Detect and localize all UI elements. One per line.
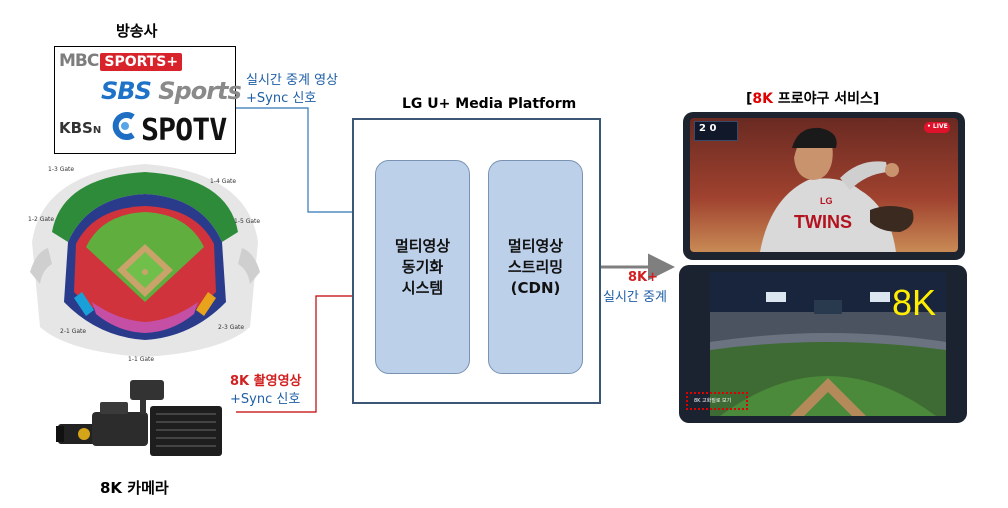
view-8k-button[interactable]: 8K 고화질로 보기 [686,392,748,410]
platform-title: LG U+ Media Platform [402,96,577,112]
live-badge: • LIVE [924,122,950,133]
stream-module-label: 멀티영상 스트리밍 (CDN) [507,236,564,297]
spotv-logo: SPOTV [141,113,227,148]
camera-label: 8K 카메라 [100,479,169,497]
view-8k-button-label: 8K 고화질로 보기 [694,398,732,404]
kbsn-symbol-icon [111,111,139,141]
svg-text:TWINS: TWINS [794,212,852,232]
stadium-8k-view [710,272,946,416]
service-title-rest: 프로야구 서비스] [773,91,880,107]
output-label-line1: 8K+ [628,270,659,285]
overlay-8k-text: 8K [892,282,937,323]
svg-text:LG: LG [820,196,833,206]
broadcaster-heading: 방송사 [116,22,158,40]
sbs-sports-logo: SBS Sports [101,77,242,105]
stadium-seating-map [22,152,268,370]
multi-video-streaming-module: 멀티영상 스트리밍 (CDN) [488,160,583,374]
output-label-line2: 실시간 중계 [603,290,667,305]
live-badge-text: • LIVE [927,123,948,130]
sync-module-label: 멀티영상 동기화 시스템 [394,236,451,297]
broadcast-input-label-line1: 실시간 중계 영상 [246,73,338,88]
gate-label: 2-3 Gate [218,324,245,331]
camera-input-label-line1: 8K 촬영영상 [230,374,302,389]
gate-label: 1-2 Gate [28,216,55,223]
service-title-highlight: 8K [752,91,773,107]
pitcher-broadcast-view: TWINS LG [690,118,958,252]
8k-camera-image [56,372,234,460]
kbsn-logo: KBSN [59,119,102,137]
gate-label: 1-3 Gate [48,166,75,173]
multi-video-sync-module: 멀티영상 동기화 시스템 [375,160,470,374]
scoreboard-overlay: 2 0 [694,121,738,141]
gate-label: 1-5 Gate [234,218,261,225]
broadcast-input-label-line2: +Sync 신호 [246,91,317,106]
service-title-prefix: [ [746,91,753,107]
gate-label: 1-1 Gate [128,356,155,363]
camera-input-label-line2: +Sync 신호 [230,392,301,407]
gate-label: 1-4 Gate [210,178,237,185]
service-title: [8K 프로야구 서비스] [746,88,879,108]
gate-label: 2-1 Gate [60,328,87,335]
scoreboard-text: 2 0 [699,123,717,134]
